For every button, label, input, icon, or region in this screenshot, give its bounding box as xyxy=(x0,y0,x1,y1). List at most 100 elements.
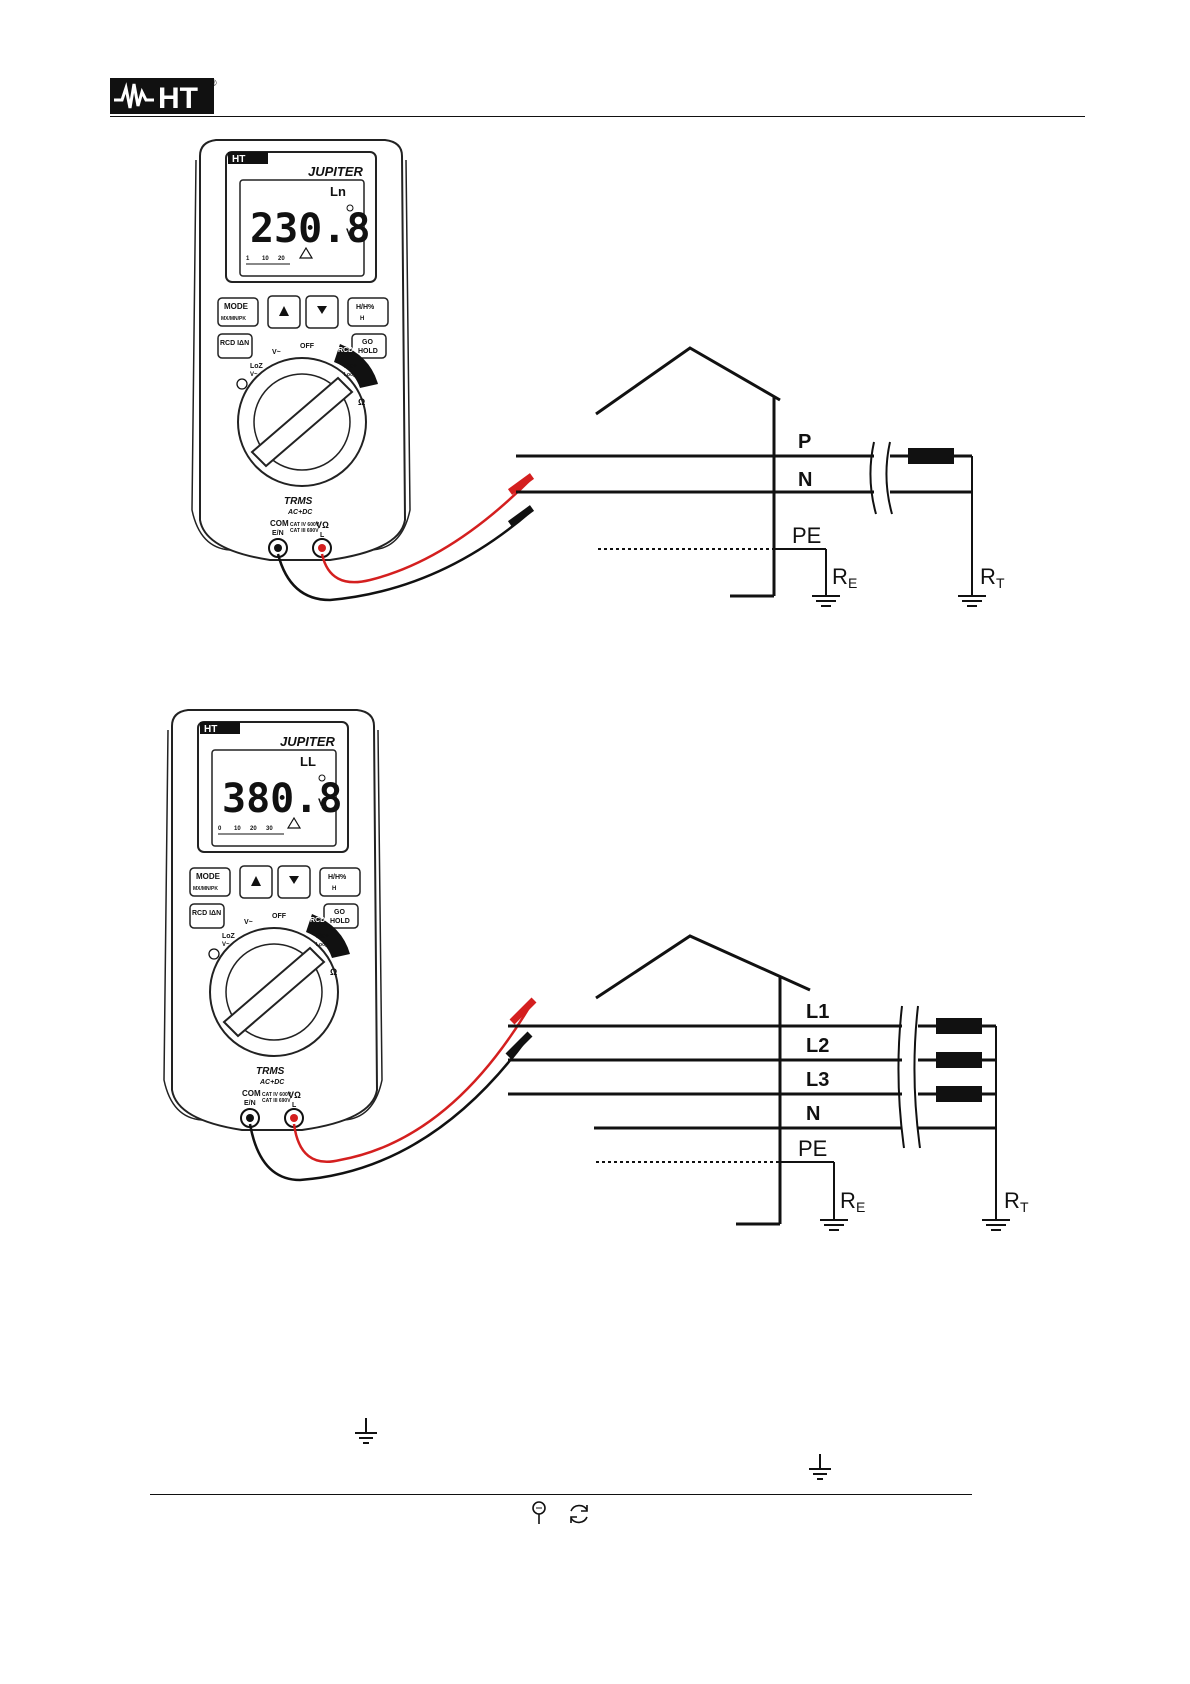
ht-logo: HT ® xyxy=(110,78,217,115)
down-arrow-icon xyxy=(289,876,299,884)
earth-ground-icon xyxy=(958,595,986,607)
rotation-icon xyxy=(570,1504,588,1524)
svg-text:VΩ: VΩ xyxy=(316,520,329,530)
go-hold-button[interactable] xyxy=(323,903,359,929)
hold-button[interactable] xyxy=(319,867,361,897)
svg-text:RCD: RCD xyxy=(310,917,325,924)
svg-text:H/H%: H/H% xyxy=(356,304,375,311)
svg-text:TRMS: TRMS xyxy=(256,1066,285,1077)
label-pe: PE xyxy=(792,523,821,548)
svg-text:10: 10 xyxy=(262,256,269,262)
svg-text:20: 20 xyxy=(278,256,285,262)
svg-text:E/N: E/N xyxy=(272,530,284,537)
svg-text:OFF: OFF xyxy=(272,913,287,920)
rcd-button[interactable] xyxy=(217,333,253,359)
svg-text:COM: COM xyxy=(242,1089,261,1098)
svg-text:CAT III 690V: CAT III 690V xyxy=(290,528,319,534)
load-resistor-l1 xyxy=(936,1018,982,1034)
svg-text:V~: V~ xyxy=(222,942,230,948)
black-probe xyxy=(507,505,535,527)
go-hold-button[interactable] xyxy=(351,333,387,359)
display-reading: 230.8 xyxy=(250,206,370,252)
warning-icon xyxy=(286,816,302,829)
warning-icon xyxy=(298,246,314,259)
rcd-button[interactable] xyxy=(189,903,225,929)
load-resistor-l3 xyxy=(936,1086,982,1102)
footnote-rule xyxy=(150,1494,972,1495)
registered-mark: ® xyxy=(210,78,217,88)
display-unit: V xyxy=(318,797,326,809)
figure-2: HT JUPITER LL 380.8 V 0 10 20 30 MODE MX… xyxy=(163,709,1029,1231)
svg-text:E/N: E/N xyxy=(244,1100,256,1107)
mode-indicator: Ln xyxy=(330,184,346,199)
mode-indicator: LL xyxy=(300,754,316,769)
black-probe xyxy=(505,1031,533,1059)
building-outline xyxy=(595,934,811,1000)
svg-text:RCD: RCD xyxy=(338,347,353,354)
svg-text:Ra+: Ra+ xyxy=(316,933,329,940)
svg-text:V~: V~ xyxy=(244,919,253,926)
svg-text:GO: GO xyxy=(362,339,373,346)
svg-text:20: 20 xyxy=(250,826,257,832)
svg-text:1: 1 xyxy=(246,256,250,262)
svg-text:L: L xyxy=(320,532,325,539)
red-test-lead xyxy=(320,479,531,584)
rotary-selector[interactable] xyxy=(209,914,350,1057)
svg-text:TRMS: TRMS xyxy=(284,496,313,507)
svg-text:30: 30 xyxy=(266,826,273,832)
black-test-lead xyxy=(276,511,531,602)
meter-model: JUPITER xyxy=(280,734,336,749)
display-unit: V xyxy=(346,227,354,239)
svg-text:OFF: OFF xyxy=(300,343,315,350)
svg-text:E: E xyxy=(856,1199,865,1215)
svg-text:Loop: Loop xyxy=(316,942,328,948)
rotation-icon xyxy=(208,948,220,960)
svg-text:L: L xyxy=(292,1102,297,1109)
svg-text:LoZ: LoZ xyxy=(250,363,264,370)
svg-text:MODE: MODE xyxy=(196,872,221,881)
svg-text:V~: V~ xyxy=(250,372,258,378)
svg-text:V~: V~ xyxy=(272,349,281,356)
hold-button[interactable] xyxy=(347,297,389,327)
svg-text:H: H xyxy=(332,886,336,892)
label-rt: R xyxy=(1004,1188,1020,1213)
svg-text:H/H%: H/H% xyxy=(328,874,347,881)
svg-text:10: 10 xyxy=(234,826,241,832)
svg-text:AC+DC: AC+DC xyxy=(287,509,313,516)
header: HT ® xyxy=(110,70,1090,120)
svg-text:Ω: Ω xyxy=(330,967,337,977)
label-l1: L1 xyxy=(806,1001,829,1023)
up-arrow-icon xyxy=(279,306,289,316)
label-n: N xyxy=(806,1103,820,1125)
multimeter: HT JUPITER Ln 230.8 V 1 10 20 MODE MX/MN… xyxy=(191,139,411,561)
meter-brand: HT xyxy=(232,154,245,165)
svg-text:CAT IV 600V: CAT IV 600V xyxy=(262,1092,292,1098)
load-resistor xyxy=(908,448,954,464)
earth-ground-icon xyxy=(982,1219,1010,1231)
svg-text:E: E xyxy=(848,575,857,591)
svg-text:HOLD: HOLD xyxy=(330,918,350,925)
load-resistor-l2 xyxy=(936,1052,982,1068)
mode-button[interactable] xyxy=(189,867,231,897)
svg-text:Ω: Ω xyxy=(358,397,365,407)
label-re: R xyxy=(840,1188,856,1213)
red-probe xyxy=(509,997,537,1025)
svg-text:COM: COM xyxy=(270,519,289,528)
mode-button[interactable] xyxy=(217,297,259,327)
rotary-selector[interactable] xyxy=(237,344,378,487)
earth-ground-icon xyxy=(820,1219,848,1231)
svg-text:0: 0 xyxy=(218,826,222,832)
label-n: N xyxy=(798,469,812,491)
svg-text:MX/MN/PK: MX/MN/PK xyxy=(221,316,246,322)
svg-text:RCD IΔN: RCD IΔN xyxy=(192,910,221,917)
earth-ground-icon xyxy=(355,1418,377,1444)
svg-text:CAT IV 600V: CAT IV 600V xyxy=(290,522,320,528)
multimeter: HT JUPITER LL 380.8 V 0 10 20 30 MODE MX… xyxy=(163,709,383,1131)
bargraph: 0 10 20 30 xyxy=(218,826,284,835)
svg-text:AC+DC: AC+DC xyxy=(259,1079,285,1086)
svg-text:VΩ: VΩ xyxy=(288,1090,301,1100)
svg-text:T: T xyxy=(996,575,1005,591)
figure-1: HT JUPITER Ln 230.8 V 1 10 20 MODE MX/MN… xyxy=(191,139,1005,607)
red-test-lead xyxy=(292,1005,532,1163)
down-arrow-icon xyxy=(317,306,327,314)
